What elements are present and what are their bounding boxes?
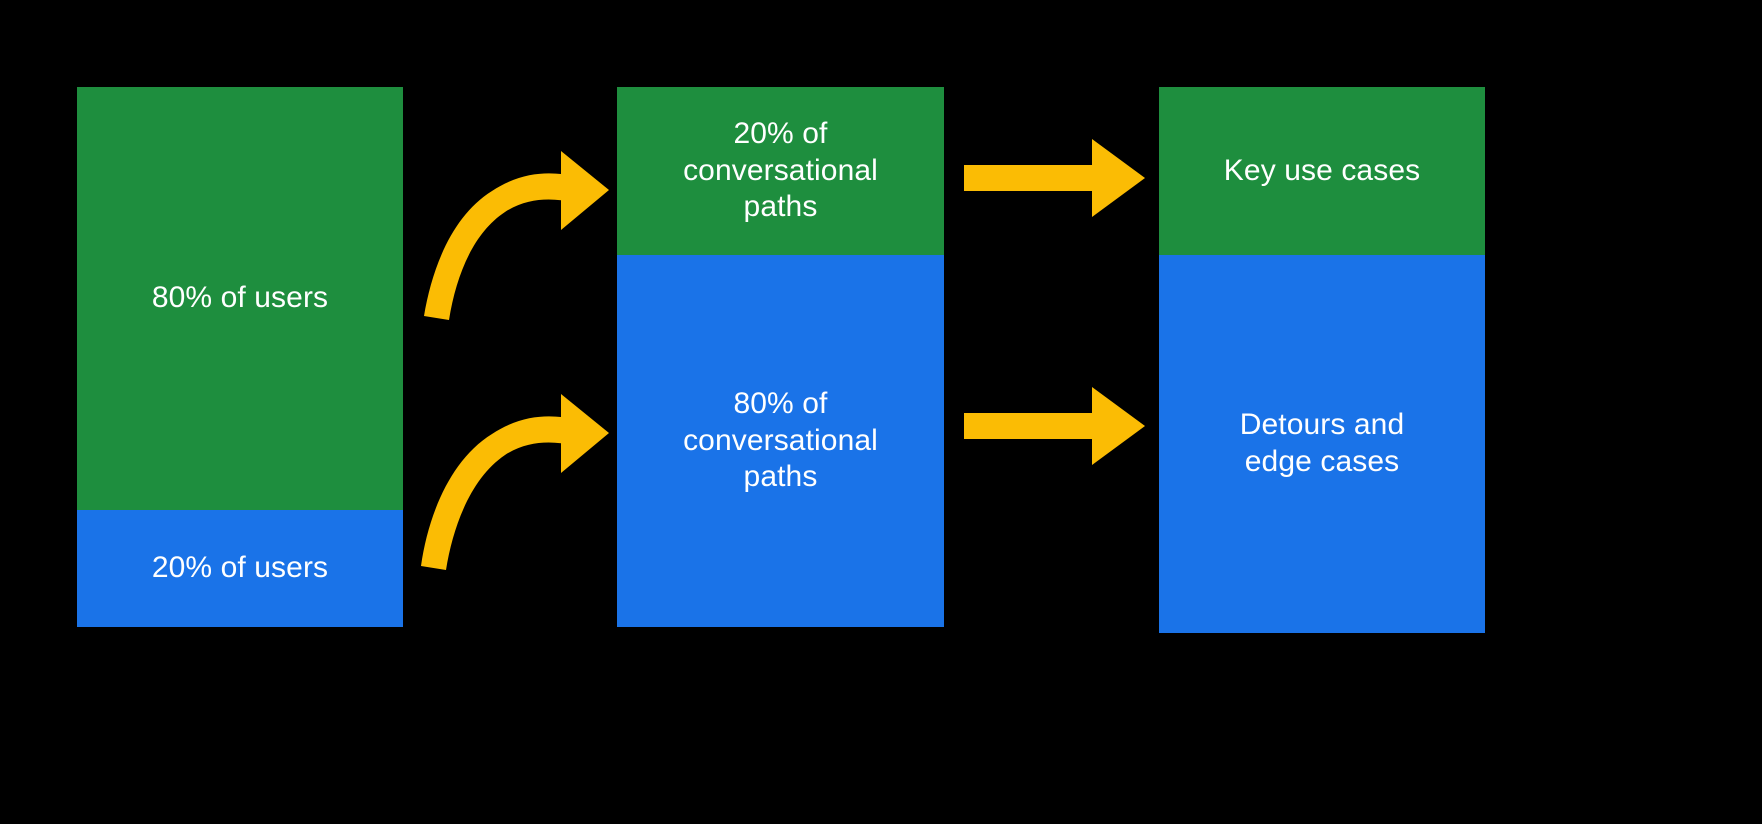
segment-paths-majority: 80% of conversational paths [617, 255, 944, 627]
straight-arrow-icon-paths-to-key-use-cases [964, 139, 1145, 217]
column-conversational-paths: 20% of conversational paths 80% of conve… [617, 87, 944, 627]
segment-users-majority: 80% of users [77, 87, 403, 510]
column-users: 80% of users 20% of users [77, 87, 403, 627]
curved-arrow-icon-users-to-paths-top [424, 151, 609, 320]
segment-key-use-cases-label: Key use cases [1223, 153, 1421, 187]
segment-detours-edge-cases: Detours and edge cases [1159, 255, 1485, 633]
curved-arrow-icon-users-to-paths-bottom [421, 394, 609, 570]
segment-key-use-cases: Key use cases [1159, 87, 1485, 255]
segment-detours-edge-cases-label: Detours and edge cases [1239, 408, 1405, 478]
segment-users-majority-label: 80% of users [151, 281, 329, 315]
segment-paths-minority: 20% of conversational paths [617, 87, 944, 255]
segment-paths-majority-label: 80% of conversational paths [683, 387, 878, 494]
column-outcomes: Key use cases Detours and edge cases [1159, 87, 1485, 633]
straight-arrow-icon-paths-to-detours [964, 387, 1145, 465]
segment-users-minority: 20% of users [77, 510, 403, 627]
segment-paths-minority-label: 20% of conversational paths [683, 117, 878, 224]
segment-users-minority-label: 20% of users [151, 551, 329, 585]
